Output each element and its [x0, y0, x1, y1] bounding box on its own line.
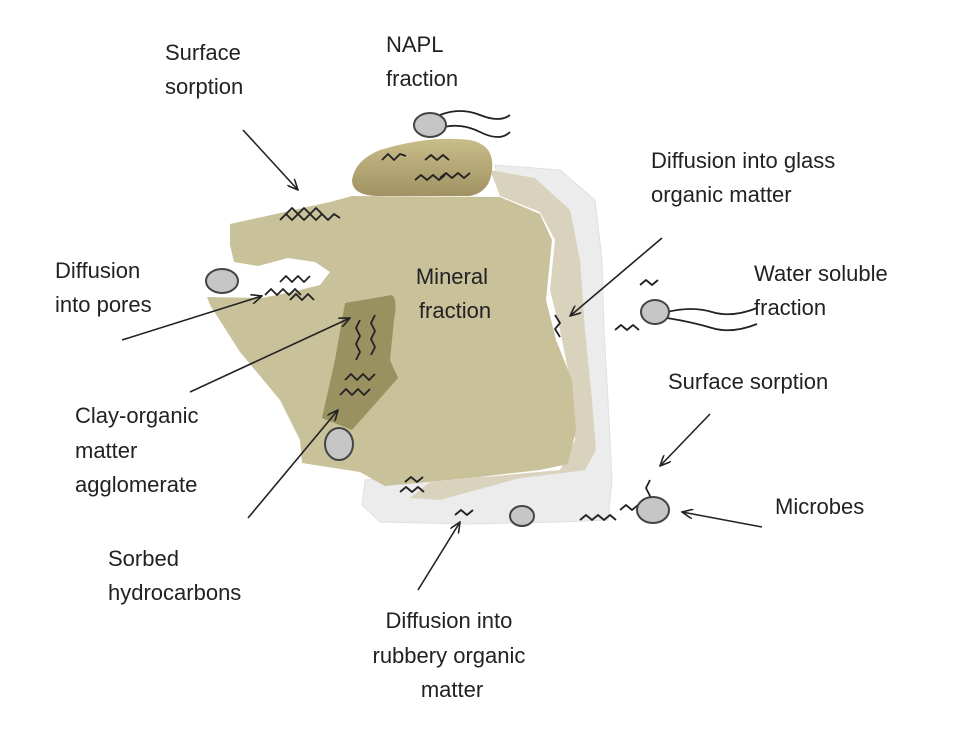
- label-clay-organic: Clay-organic matter agglomerate: [75, 403, 205, 497]
- microbe-icon: [205, 268, 239, 294]
- label-mineral-fraction: Mineral fraction: [416, 264, 494, 323]
- label-microbes: Microbes: [775, 494, 864, 519]
- microbe-icon: [324, 427, 354, 461]
- hydrocarbon-squiggles: [264, 110, 758, 521]
- label-diffusion-glass: Diffusion into glass organic matter: [651, 148, 841, 207]
- microbes: [205, 112, 670, 527]
- glassy-organic-layer: [410, 170, 596, 500]
- label-surface-sorption-right: Surface sorption: [668, 369, 828, 394]
- napl-fraction-shape: [352, 138, 493, 196]
- label-water-soluble: Water soluble fraction: [754, 261, 894, 320]
- microbe-icon: [413, 112, 447, 138]
- label-sorbed-hydrocarbons: Sorbed hydrocarbons: [108, 546, 241, 605]
- microbe-icon: [636, 496, 670, 524]
- microbe-icon: [640, 299, 670, 325]
- label-napl-fraction: NAPL fraction: [386, 32, 458, 91]
- label-surface-sorption-top: Surface sorption: [165, 40, 247, 99]
- microbe-icon: [509, 505, 535, 527]
- arrows: [121, 129, 763, 591]
- label-diffusion-rubbery: Diffusion into rubbery organic matter: [373, 608, 532, 702]
- clay-organic-agglomerate-shape: [322, 295, 398, 430]
- label-diffusion-pores: Diffusion into pores: [55, 258, 152, 317]
